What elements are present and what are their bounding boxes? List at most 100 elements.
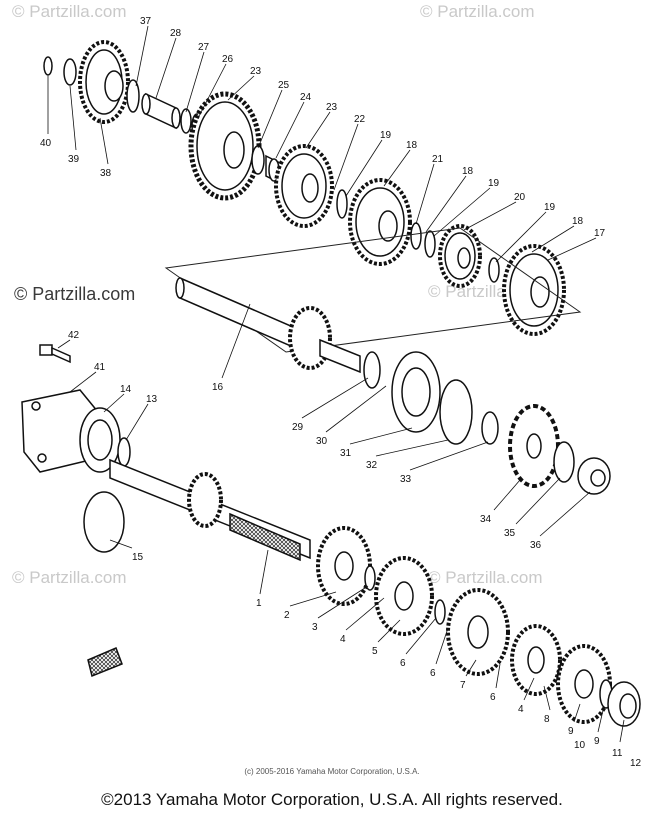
callout-42: 42: [68, 330, 80, 341]
lower-assembly: [21, 344, 641, 727]
callout-19a: 19: [380, 130, 392, 141]
callout-30: 30: [316, 436, 328, 447]
callout-2: 2: [284, 610, 290, 621]
main-shaft-16: [175, 276, 361, 374]
gear-2: [316, 526, 372, 606]
callout-20: 20: [514, 192, 526, 203]
needle-bearing-12: [607, 681, 641, 727]
callout-18a: 18: [406, 140, 418, 151]
callout-10: 10: [574, 740, 586, 751]
gear-7: [446, 588, 510, 676]
callout-4a: 4: [340, 634, 346, 645]
watermark-bottom-left: © Partzilla.com: [12, 568, 127, 587]
nut-36: [577, 457, 611, 495]
callout-1: 1: [256, 598, 262, 609]
callout-16: 16: [212, 382, 224, 393]
bushing-28: [141, 92, 181, 130]
washer-25: [251, 145, 265, 175]
callout-39: 39: [68, 154, 80, 165]
gear-38: [78, 40, 130, 124]
sprocket-34: [508, 404, 560, 488]
washer-35: [553, 441, 575, 483]
gear-8: [510, 624, 562, 696]
drive-shaft-1: [109, 458, 311, 562]
callout-36: 36: [530, 540, 542, 551]
watermark-top-right: © Partzilla.com: [420, 2, 535, 21]
seal-32: [439, 379, 473, 445]
callout-23a: 23: [250, 66, 262, 77]
callout-6b: 6: [430, 668, 436, 679]
callout-15: 15: [132, 552, 144, 563]
washer-6a: [434, 599, 446, 625]
callout-12: 12: [630, 758, 642, 769]
callout-19b: 19: [488, 178, 500, 189]
callout-3: 3: [312, 622, 318, 633]
callout-17: 17: [594, 228, 606, 239]
callout-labels: 37 28 27 26 23 25 24 23 22 19 18 21 18 1…: [40, 16, 642, 769]
circlip-19a: [336, 189, 348, 219]
callout-22: 22: [354, 114, 366, 125]
callout-24: 24: [300, 92, 312, 103]
circlip-40: [43, 56, 53, 76]
callout-34: 34: [480, 514, 492, 525]
gear-23: [274, 144, 334, 228]
circlip-15: [83, 491, 125, 553]
callout-27: 27: [198, 42, 210, 53]
washer-3: [364, 565, 376, 591]
callout-28: 28: [170, 28, 182, 39]
callout-9b: 9: [594, 736, 600, 747]
callout-11: 11: [612, 748, 623, 759]
callout-23b: 23: [326, 102, 338, 113]
watermark-top-left: © Partzilla.com: [12, 2, 127, 21]
callout-4b: 4: [518, 704, 524, 715]
callout-14: 14: [120, 384, 132, 395]
callout-13: 13: [146, 394, 158, 405]
callout-9a: 9: [568, 726, 574, 737]
circlip-19b: [424, 230, 436, 258]
watermark-bottom-right: © Partzilla.com: [428, 568, 543, 587]
callout-32: 32: [366, 460, 378, 471]
callout-31: 31: [340, 448, 352, 459]
callout-6a: 6: [400, 658, 406, 669]
callout-35: 35: [504, 528, 516, 539]
circlip-19c: [488, 257, 500, 283]
gear-23-large: [188, 91, 262, 201]
collar-33: [481, 411, 499, 445]
callout-18b: 18: [462, 166, 474, 177]
bolt-42: [39, 344, 71, 364]
circlip-13: [117, 437, 131, 467]
callout-41: 41: [94, 362, 106, 373]
callout-5: 5: [372, 646, 378, 657]
gear-18a: [348, 178, 412, 266]
callout-19c: 19: [544, 202, 556, 213]
gear-5: [374, 556, 434, 636]
callout-37: 37: [140, 16, 152, 27]
upper-gear-cluster: [43, 40, 566, 336]
ring-37: [126, 79, 140, 113]
leader-lines: [47, 25, 625, 743]
washer-27: [180, 108, 192, 134]
callout-18c: 18: [572, 216, 584, 227]
washer-21: [410, 222, 422, 250]
front-arrow-icon: [87, 647, 123, 678]
callout-38: 38: [100, 168, 112, 179]
callout-7: 7: [460, 680, 466, 691]
callout-26: 26: [222, 54, 234, 65]
washer-39: [63, 58, 77, 86]
bearing-14: [79, 407, 121, 473]
output-parts: [363, 351, 611, 495]
callout-21: 21: [432, 154, 444, 165]
watermark-middle-left: © Partzilla.com: [14, 284, 136, 304]
gear-20: [438, 224, 482, 288]
diagram-copyright: (c) 2005-2016 Yamaha Motor Corporation, …: [244, 767, 420, 776]
bearing-31: [391, 351, 441, 433]
page-copyright: ©2013 Yamaha Motor Corporation, U.S.A. A…: [101, 790, 563, 809]
callout-40: 40: [40, 138, 52, 149]
washer-29: [363, 351, 381, 389]
callout-25: 25: [278, 80, 290, 91]
callout-6c: 6: [490, 692, 496, 703]
callout-33: 33: [400, 474, 412, 485]
callout-8: 8: [544, 714, 550, 725]
